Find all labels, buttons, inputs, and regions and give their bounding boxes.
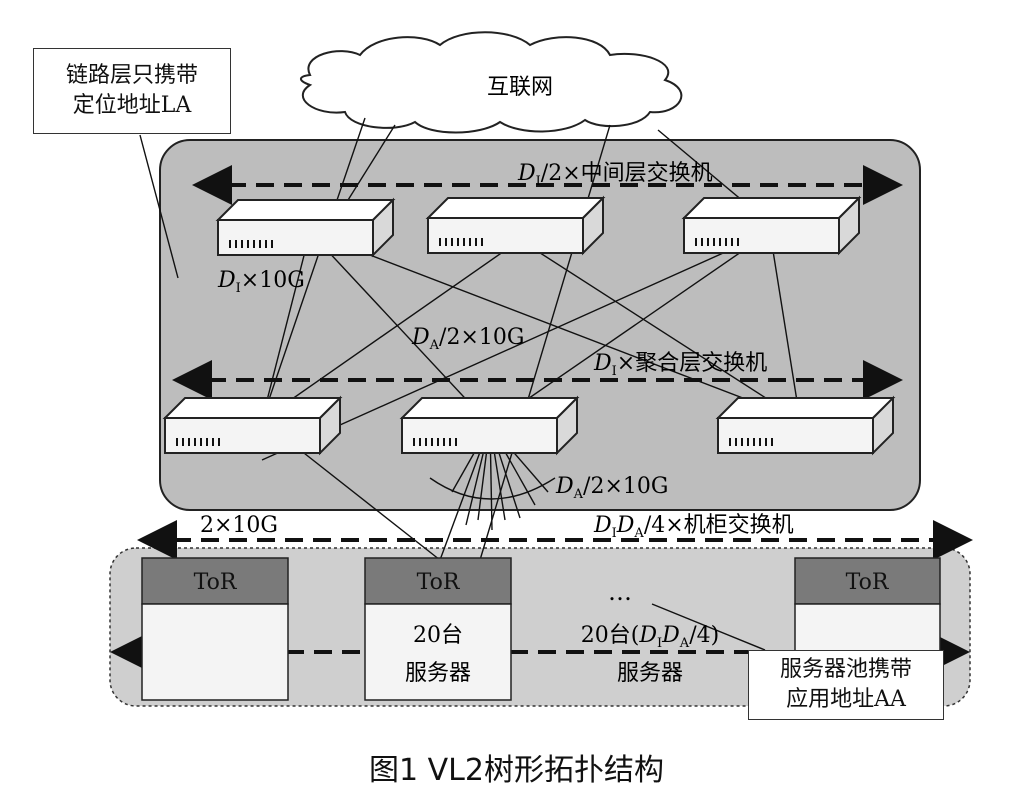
intermediate-switch bbox=[215, 197, 396, 258]
cloud-link bbox=[261, 117, 366, 421]
tor-label: ToR bbox=[417, 570, 461, 595]
pool-server-count-label: 20台(DIDA/4) bbox=[581, 623, 719, 651]
intermediate-aggregation-link bbox=[519, 239, 801, 421]
la-callout-line1: 链路层只携带 bbox=[65, 63, 198, 88]
intermediate-layer-label: DI/2×中间层交换机 bbox=[517, 161, 713, 189]
pool-server-label: 服务器 bbox=[617, 661, 683, 686]
intermediate-aggregation-link bbox=[769, 231, 801, 421]
tor-switch-block bbox=[364, 557, 512, 605]
server-count-label: 20台 bbox=[413, 623, 463, 648]
server-block bbox=[141, 603, 289, 701]
tor-uplink-label: 2×10G bbox=[200, 513, 278, 538]
la-address-callout: 链路层只携带 定位地址LA bbox=[33, 48, 231, 134]
da-10g-lower-label: DA/2×10G bbox=[555, 474, 668, 502]
di-10g-label: DI×10G bbox=[217, 268, 305, 296]
server-label: 服务器 bbox=[405, 661, 471, 686]
internet-cloud: 互联网 bbox=[300, 31, 683, 134]
more-racks-ellipsis: … bbox=[608, 578, 632, 606]
aa-callout-line1: 服务器池携带 bbox=[779, 657, 912, 682]
intermediate-aggregation-link bbox=[489, 231, 771, 426]
aa-address-callout: 服务器池携带 应用地址AA bbox=[748, 650, 944, 720]
tor-layer-label: DIDA/4×机柜交换机 bbox=[593, 513, 794, 541]
aggregation-switch bbox=[162, 395, 343, 456]
intermediate-aggregation-link bbox=[261, 231, 771, 461]
da-10g-upper-label: DA/2×10G bbox=[411, 325, 524, 353]
pointer-line bbox=[139, 134, 179, 279]
port-fan-arc bbox=[429, 477, 556, 500]
tor-label: ToR bbox=[194, 570, 238, 595]
tor-label: ToR bbox=[846, 570, 890, 595]
aggregation-switch bbox=[399, 395, 580, 456]
intermediate-switch bbox=[425, 195, 606, 256]
intermediate-aggregation-link bbox=[309, 231, 491, 426]
aggregation-switch bbox=[715, 395, 896, 456]
aggregation-layer-label: DI×聚合层交换机 bbox=[593, 351, 767, 379]
pointer-line bbox=[651, 603, 766, 651]
internet-label: 互联网 bbox=[487, 75, 553, 100]
intermediate-aggregation-link bbox=[261, 239, 521, 421]
aa-callout-line2: 应用地址AA bbox=[786, 687, 906, 712]
intermediate-aggregation-link bbox=[309, 231, 801, 421]
intermediate-switch bbox=[681, 195, 862, 256]
tor-rack: ToR 20台 服务器 bbox=[364, 557, 512, 701]
figure-caption: 图1 VL2树形拓扑结构 bbox=[369, 753, 664, 788]
server-block bbox=[364, 603, 512, 701]
tor-rack: ToR bbox=[141, 557, 289, 701]
la-callout-line2: 定位地址LA bbox=[72, 93, 192, 118]
tor-switch-block bbox=[794, 557, 941, 605]
intermediate-aggregation-link bbox=[261, 231, 311, 421]
